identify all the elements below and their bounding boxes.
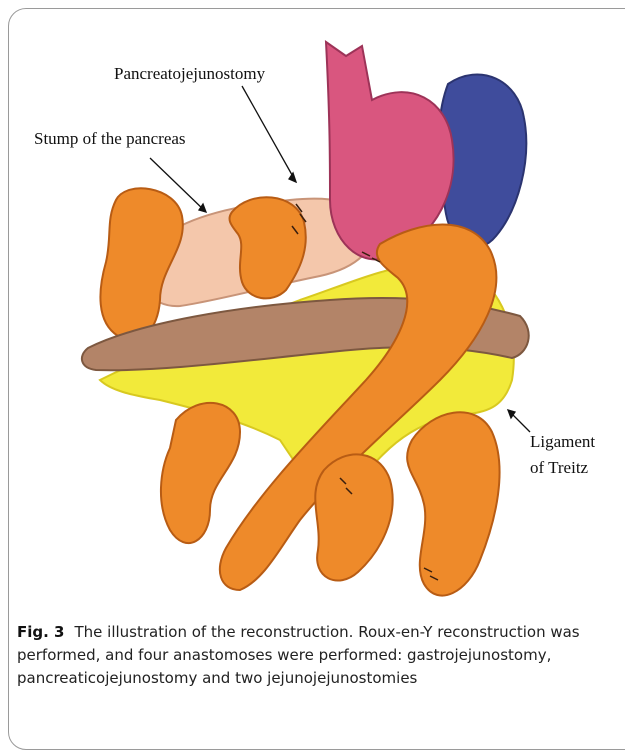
label-pancreatojejunostomy: Pancreatojejunostomy: [114, 64, 265, 84]
label-of-treitz: of Treitz: [530, 458, 588, 478]
label-ligament: Ligament: [530, 432, 595, 452]
jejunum-left-loop: [100, 188, 182, 340]
label-stump-of-pancreas: Stump of the pancreas: [34, 129, 186, 149]
jejunum-lower-mid: [315, 454, 392, 580]
jejunum-lower-right: [407, 412, 499, 595]
figure-label: Fig. 3: [17, 623, 64, 641]
reconstruction-illustration: [0, 0, 625, 620]
caption-text: The illustration of the reconstruction. …: [17, 623, 580, 687]
jejunum-lower-left: [161, 403, 240, 543]
